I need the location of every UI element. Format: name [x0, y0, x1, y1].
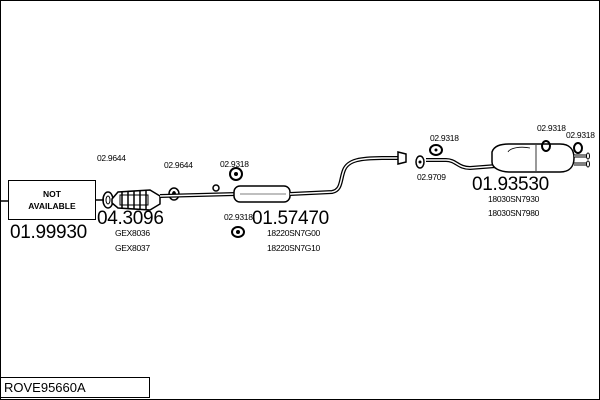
catalyst-ref-2: GEX8037 — [115, 243, 150, 253]
rear-hanger-2-icon — [573, 142, 583, 154]
rear-hanger-1-label: 02.9318 — [537, 123, 566, 133]
not-available-part-number: 01.99930 — [10, 222, 87, 243]
tail-inlet-pipe-icon — [426, 158, 497, 171]
rear-hanger-2-label: 02.9318 — [566, 130, 595, 140]
rear-flange-top-icon — [429, 144, 443, 156]
rear-hanger-1-icon — [541, 140, 551, 152]
mid-pipe-ref-2: 18220SN7G10 — [267, 243, 320, 253]
not-available-line2: AVAILABLE — [28, 201, 76, 211]
mid-clamp-bottom-label: 02.9318 — [224, 212, 253, 222]
rear-flange-bottom-icon — [415, 155, 425, 169]
rear-silencer-ref-1: 18030SN7930 — [488, 194, 540, 204]
not-available-box: NOT AVAILABLE — [8, 180, 96, 220]
intermediate-pipe-icon — [159, 192, 237, 198]
mid-clamp-bottom-icon — [231, 226, 245, 238]
rear-silencer-icon — [491, 143, 590, 173]
mid-clamp-top-label: 02.9318 — [220, 159, 249, 169]
catalyst-gasket-label: 02.9644 — [164, 160, 193, 170]
pipe-flange-icon — [397, 151, 407, 165]
rear-silencer-ref-2: 18030SN7980 — [488, 208, 540, 218]
model-code: ROVE95660A — [0, 377, 150, 398]
front-gasket-label: 02.9644 — [97, 153, 126, 163]
rear-flange-bottom-label: 02.9709 — [417, 172, 446, 182]
mid-pipe-ref-1: 18220SN7G00 — [267, 228, 320, 238]
catalytic-converter-icon — [111, 189, 161, 211]
rear-pipe-icon — [289, 156, 402, 196]
middle-silencer-icon — [233, 185, 291, 203]
mid-pipe-part-number: 01.57470 — [252, 208, 329, 229]
mid-clamp-small-icon — [212, 184, 220, 192]
catalyst-part-number: 04.3096 — [97, 208, 164, 229]
not-available-line1: NOT — [43, 189, 61, 199]
mid-clamp-top-icon — [229, 167, 243, 181]
rear-silencer-part-number: 01.93530 — [472, 174, 549, 195]
catalyst-ref-1: GEX8036 — [115, 228, 150, 238]
rear-flange-top-label: 02.9318 — [430, 133, 459, 143]
